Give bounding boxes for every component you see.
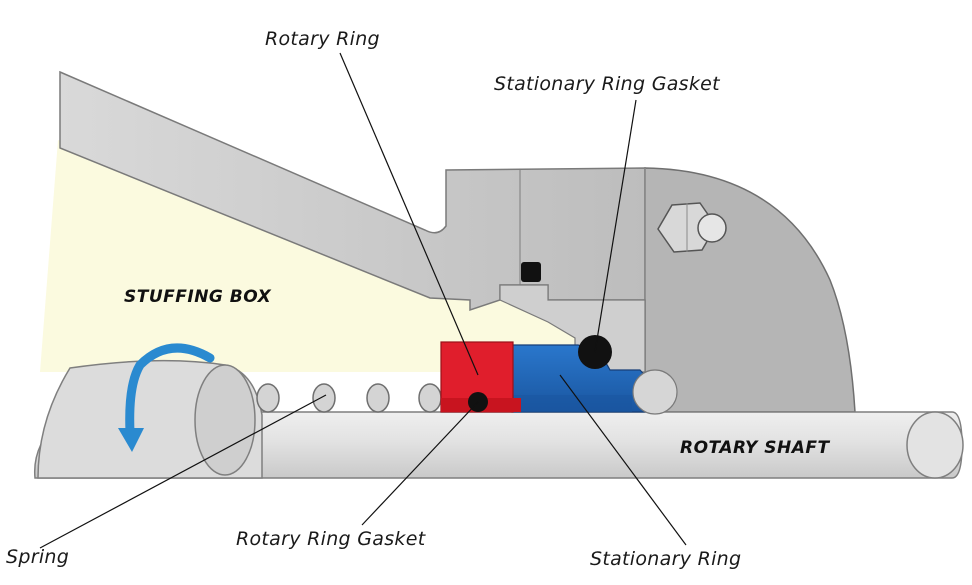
shaft-collar-face [194, 364, 256, 476]
stuffing-box-wall [59, 70, 646, 312]
leader-spring [39, 394, 327, 549]
curved-arrow-icon [118, 343, 215, 452]
stuffing-box-label: STUFFING BOX [124, 287, 272, 307]
rotary-ring-label: Rotary Ring [265, 28, 380, 50]
rotary-shaft-label: ROTARY SHAFT [680, 438, 830, 458]
stationary-ring-base [512, 395, 632, 412]
leader-stationary-ring [559, 374, 687, 546]
gland-square-seal [521, 262, 541, 282]
stationary-ring-gasket-label: Stationary Ring Gasket [494, 73, 720, 95]
leader-lines [39, 52, 687, 549]
stationary-ring-face [632, 369, 678, 415]
stuffing-box-fluid-region [40, 140, 575, 372]
leader-rotary-ring-gasket [361, 401, 479, 526]
stationary-ring-label: Stationary Ring [590, 548, 742, 570]
hex-bolt-icon [657, 202, 727, 253]
leader-stationary-ring-gasket [594, 99, 637, 353]
spring-label: Spring [6, 546, 70, 568]
rotary-ring-gasket-label: Rotary Ring Gasket [236, 528, 426, 550]
spring [256, 383, 442, 413]
shaft-end-face [906, 411, 964, 479]
leader-rotary-ring [339, 52, 479, 376]
